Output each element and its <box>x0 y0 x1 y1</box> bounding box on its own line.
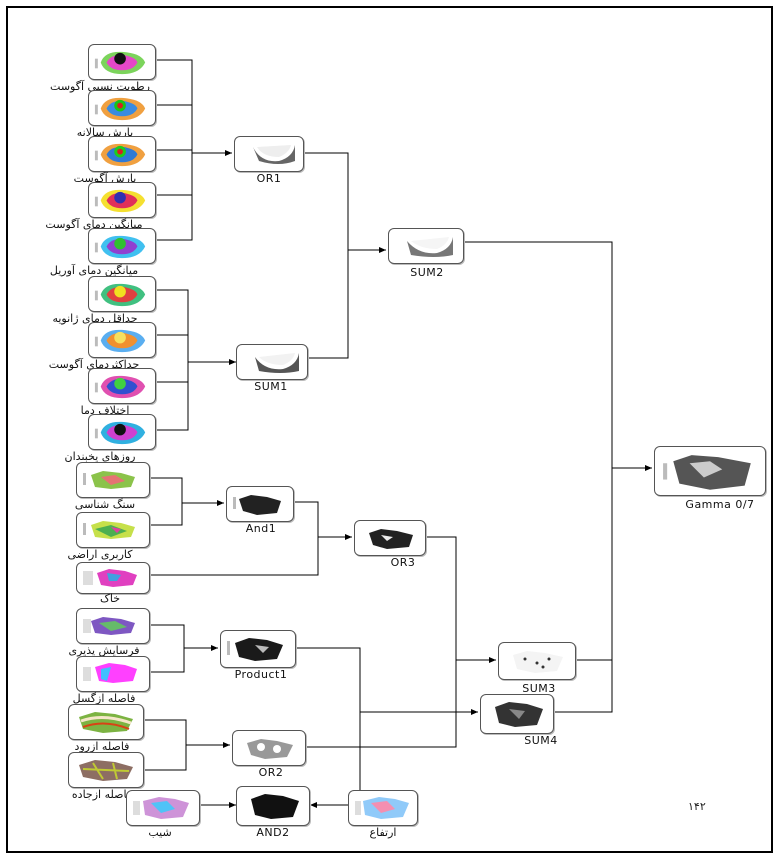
layer-node-mean-temp-august[interactable] <box>88 182 156 218</box>
operator-node-and2[interactable] <box>236 786 310 826</box>
diagram-frame <box>6 6 773 853</box>
layer-label-mean-temp-april: میانگین دمای آوریل <box>49 264 139 277</box>
layer-node-fault-distance[interactable] <box>76 656 150 692</box>
region-map-thumbnail-icon <box>355 797 409 819</box>
region-map-thumbnail-icon <box>79 712 133 733</box>
layer-label-erodibility: فرسایش پذیری <box>68 644 140 657</box>
region-map-thumbnail-icon <box>83 471 135 489</box>
layer-node-temp-difference[interactable] <box>88 368 156 404</box>
layer-node-frost-days[interactable] <box>88 414 156 450</box>
region-map-thumbnail-icon <box>83 617 135 635</box>
operator-label-sum2: SUM2 <box>410 266 444 279</box>
operator-node-or2[interactable] <box>232 730 306 766</box>
grayscale-result-map-icon <box>253 145 295 164</box>
operator-node-gamma[interactable] <box>654 446 766 496</box>
layer-node-slope[interactable] <box>126 790 200 826</box>
climate-map-thumbnail-icon <box>93 49 151 77</box>
operator-node-or1[interactable] <box>234 136 304 172</box>
operator-label-sum1: SUM1 <box>254 380 288 393</box>
layer-label-elevation: ارتفاع <box>369 826 397 839</box>
operator-node-sum2[interactable] <box>388 228 464 264</box>
operator-label-sum4: SUM4 <box>524 734 558 747</box>
operator-node-and1[interactable] <box>226 486 294 522</box>
layer-label-annual-rain: بارش سالانه <box>76 126 134 139</box>
layer-node-land-use[interactable] <box>76 512 150 548</box>
operator-label-gamma: Gamma 0/7 <box>685 498 755 511</box>
operator-node-product1[interactable] <box>220 630 296 668</box>
operator-node-sum3[interactable] <box>498 642 576 680</box>
layer-label-road-distance: فاصله ازجاده <box>71 788 133 801</box>
layer-label-frost-days: روزهای یخبندان <box>64 450 136 463</box>
grayscale-result-map-icon <box>407 237 453 257</box>
grayscale-result-map-icon <box>513 651 563 673</box>
grayscale-result-map-icon <box>369 529 413 549</box>
layer-label-temp-difference: اختلاف دما <box>80 404 130 417</box>
operator-node-sum1[interactable] <box>236 344 308 380</box>
layer-label-slope: شیب <box>148 826 172 839</box>
operator-label-sum3: SUM3 <box>522 682 556 695</box>
climate-map-thumbnail-icon <box>94 189 146 213</box>
operator-label-or2: OR2 <box>258 766 284 779</box>
climate-map-thumbnail-icon <box>94 329 146 353</box>
layer-node-mean-temp-april[interactable] <box>88 228 156 264</box>
layer-label-august-rain: بارش آگوست <box>73 172 137 185</box>
operator-label-product1: Product1 <box>234 668 288 681</box>
region-map-thumbnail-icon <box>83 663 137 683</box>
layer-node-soil[interactable] <box>76 562 150 594</box>
layer-node-erodibility[interactable] <box>76 608 150 644</box>
operator-label-or1: OR1 <box>256 172 282 185</box>
layer-label-mean-temp-august: میانگین دمای آگوست <box>45 218 143 231</box>
region-map-thumbnail-icon <box>133 797 189 819</box>
layer-node-annual-rain[interactable] <box>88 90 156 126</box>
grayscale-result-map-icon <box>251 794 299 819</box>
grayscale-result-map-icon <box>255 353 299 373</box>
grayscale-result-map-icon <box>663 455 751 490</box>
layer-node-lithology[interactable] <box>76 462 150 498</box>
climate-map-thumbnail-icon <box>94 97 146 121</box>
layer-node-road-distance[interactable] <box>68 752 144 788</box>
climate-map-thumbnail-icon <box>94 421 146 445</box>
layer-label-soil: خاک <box>100 592 120 605</box>
layer-label-lithology: سنگ شناسی <box>74 498 136 511</box>
layer-label-river-distance: فاصله ازرود <box>74 740 130 753</box>
grayscale-result-map-icon <box>495 702 543 727</box>
layer-label-max-temp-august: حداکثردمای آگوست <box>48 358 140 371</box>
climate-map-thumbnail-icon <box>94 283 146 307</box>
layer-node-river-distance[interactable] <box>68 704 144 740</box>
layer-label-min-temp-january: حداقل دمای ژانویه <box>52 312 138 325</box>
operator-label-and1: And1 <box>245 522 277 535</box>
climate-map-thumbnail-icon <box>94 143 146 167</box>
operator-node-sum4[interactable] <box>480 694 554 734</box>
region-map-thumbnail-icon <box>83 521 135 539</box>
layer-node-humidity[interactable] <box>88 44 156 80</box>
operator-node-or3[interactable] <box>354 520 426 556</box>
region-map-thumbnail-icon <box>83 569 137 587</box>
layer-node-elevation[interactable] <box>348 790 418 826</box>
climate-map-thumbnail-icon <box>94 375 146 399</box>
grayscale-result-map-icon <box>233 495 281 515</box>
climate-map-thumbnail-icon <box>94 235 146 259</box>
grayscale-result-map-icon <box>227 638 283 661</box>
layer-label-land-use: کاربری اراضی <box>67 548 133 561</box>
layer-label-humidity: رطوبت نسبی آگوست <box>50 80 150 93</box>
operator-label-and2: AND2 <box>256 826 290 839</box>
layer-node-august-rain[interactable] <box>88 136 156 172</box>
layer-node-max-temp-august[interactable] <box>88 322 156 358</box>
layer-node-min-temp-january[interactable] <box>88 276 156 312</box>
grayscale-result-map-icon <box>247 739 293 759</box>
region-map-thumbnail-icon <box>79 760 133 781</box>
page-number: ۱۴۲ <box>688 800 706 813</box>
operator-label-or3: OR3 <box>390 556 416 569</box>
layer-label-fault-distance: فاصله ازگسل <box>72 692 136 705</box>
